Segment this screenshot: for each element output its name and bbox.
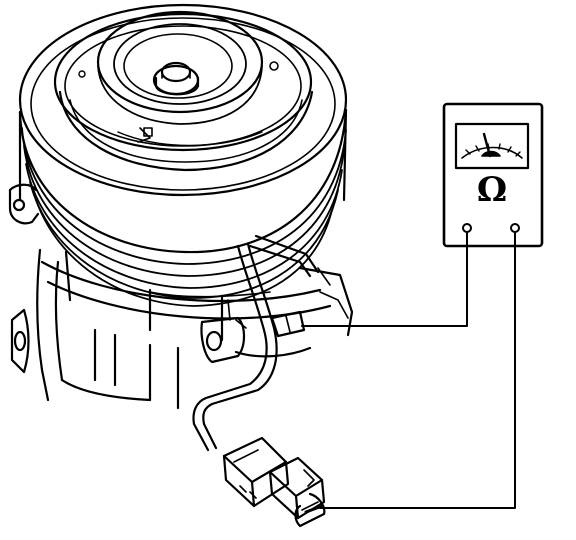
magnetic-clutch-pulley bbox=[18, 3, 348, 307]
meter-terminal-left bbox=[462, 223, 472, 233]
ohmmeter: Ω bbox=[442, 102, 544, 248]
test-lead-ground bbox=[301, 231, 468, 327]
meter-terminal-right bbox=[510, 223, 520, 233]
ohm-symbol: Ω bbox=[477, 170, 507, 210]
compressor-body bbox=[8, 183, 354, 410]
wire-connector bbox=[222, 436, 326, 528]
clutch-lead-wire bbox=[192, 234, 320, 452]
test-leads bbox=[301, 231, 516, 509]
test-lead-terminal bbox=[319, 231, 516, 509]
